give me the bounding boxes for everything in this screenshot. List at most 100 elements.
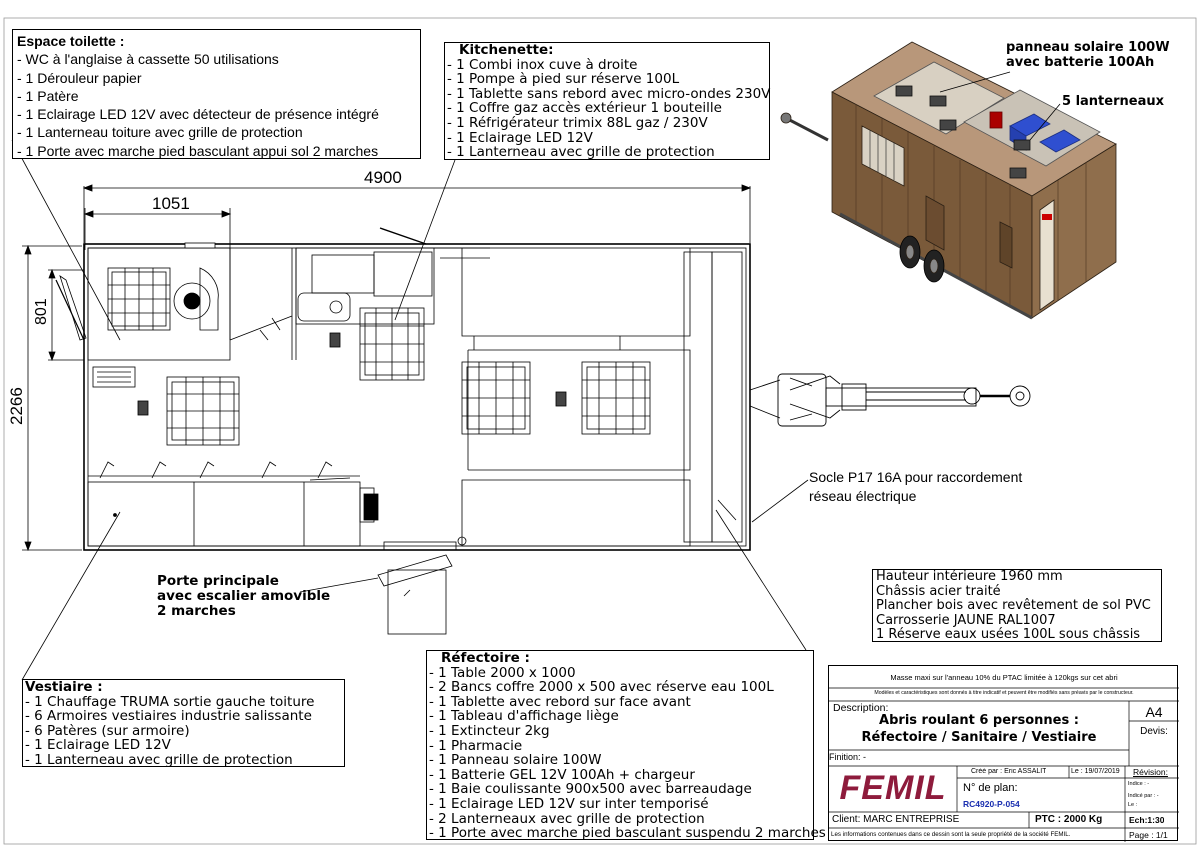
refectoire-callout: Réfectoire : - 1 Table 2000 x 1000 - 2 B…: [426, 650, 826, 842]
specs-box: Hauteur intérieure 1960 mm Châssis acier…: [872, 569, 1162, 642]
refectoire-item: - 2 Lanterneaux avec grille de protectio…: [429, 810, 705, 827]
kitchenette-item: - 1 Eclairage LED 12V: [447, 129, 593, 146]
refectoire-item: - 1 Eclairage LED 12V sur inter temporis…: [429, 795, 709, 812]
vestiaire-item: - 1 Eclairage LED 12V: [25, 737, 171, 754]
lockers: [87, 481, 361, 547]
wc-bowl: [173, 282, 211, 320]
dimension-801: 801: [33, 298, 50, 325]
plan-number: RC4920-P-054: [963, 799, 1020, 809]
sheet-format: A4: [1145, 704, 1163, 720]
inner-wall: [87, 247, 747, 547]
iso-skylights-label: 5 lanterneaux: [1062, 94, 1164, 109]
dimension-4900: 4900: [364, 168, 402, 187]
plan-label: N° de plan:: [963, 782, 1018, 794]
kitchenette-callout: Kitchenette: - 1 Combi inox cuve à droit…: [444, 42, 770, 160]
sink: [297, 292, 351, 322]
bench-bottom: [461, 479, 691, 547]
door-note-line3: 2 marches: [157, 603, 236, 619]
vestiaire-callout: Vestiaire : - 1 Chauffage TRUMA sortie g…: [22, 679, 345, 767]
toilet-door-swing: [55, 279, 85, 341]
iso-battery-text: avec batterie 100Ah: [1006, 55, 1155, 70]
kitchenette-callout-title: Kitchenette:: [459, 42, 554, 58]
page-number: Page : 1/1: [1129, 830, 1168, 840]
description-line1: Abris roulant 6 personnes :: [879, 713, 1079, 728]
dimension-overall-length: [82, 184, 752, 243]
door-note-line2: avec escalier amovible: [157, 588, 331, 604]
dimension-toilet-length: [83, 208, 232, 250]
title-block-grid: [829, 687, 1179, 842]
spec-line: Hauteur intérieure 1960 mm: [876, 569, 1063, 584]
skylight-toilet: [107, 267, 171, 331]
revision-label: Révision:: [1133, 767, 1168, 777]
title-block: Masse maxi sur l'anneau 10% du PTAC limi…: [828, 665, 1179, 842]
kitchenette-item: - 1 Combi inox cuve à droite: [447, 56, 638, 73]
kitchenette-item: - 1 Pompe à pied sur réserve 100L: [447, 71, 680, 88]
property-note: Les informations contenues dans ce dessi…: [831, 831, 1071, 838]
kitchenette-item: - 1 Coffre gaz accès extérieur 1 bouteil…: [447, 100, 722, 117]
iso-solar-label: panneau solaire 100W avec batterie 100Ah: [1006, 40, 1170, 70]
toilet-item: - 1 Lanterneau toiture avec grille de pr…: [17, 124, 303, 141]
bench-top: [461, 248, 691, 337]
main-door: [383, 541, 457, 551]
created-by: Créé par : Eric ASSALIT: [971, 768, 1047, 775]
fire-extinguisher: [137, 400, 149, 416]
leader-kitchenette: [394, 159, 456, 321]
refectoire-callout-title: Réfectoire :: [441, 650, 530, 666]
vestiaire-item: - 6 Patères (sur armoire): [25, 722, 190, 739]
description-line2: Réfectoire / Sanitaire / Vestiaire: [861, 730, 1097, 745]
vestiaire-item: - 6 Armoires vestiaires industrie saliss…: [25, 708, 312, 725]
toilet-callout: Espace toilette : - WC à l'anglaise à ca…: [12, 29, 421, 159]
refectoire-item: - 1 Table 2000 x 1000: [429, 664, 576, 681]
devis-label: Devis:: [1140, 726, 1168, 737]
dimension-2266: 2266: [7, 387, 26, 425]
leader-refectoire: [715, 509, 807, 651]
vestiaire-item: - 1 Lanterneau avec grille de protection: [25, 751, 293, 768]
table: [468, 349, 691, 471]
iso-solar-text: panneau solaire 100W: [1006, 40, 1170, 55]
socket-note-line2: réseau électrique: [809, 488, 917, 504]
removable-stair: [387, 569, 447, 635]
towbar: [749, 373, 1031, 427]
truma-heater: [92, 366, 136, 388]
toilet-item: - 1 Porte avec marche pied basculant app…: [17, 142, 379, 159]
toilet-cubicle: [87, 247, 231, 361]
finition: Finition: -: [829, 752, 867, 762]
spec-line: Châssis acier traité: [876, 583, 1001, 599]
iso-view: [780, 41, 1117, 320]
microwave: [311, 254, 375, 294]
refectoire-item: - 1 Panneau solaire 100W: [429, 752, 602, 769]
sheet-frame: [3, 17, 1197, 845]
skylight-refectoire-1: [461, 361, 531, 435]
refectoire-item: - 1 Porte avec marche pied basculant sus…: [429, 825, 826, 842]
refectoire-item: - 1 Baie coulissante 900x500 avec barrea…: [429, 781, 752, 798]
refectoire-item: - 1 Batterie GEL 12V 100Ah + chargeur: [429, 766, 695, 783]
toilet-item: - WC à l'anglaise à cassette 50 utilisat…: [17, 51, 279, 68]
vestiaire-item: - 1 Chauffage TRUMA sortie gauche toitur…: [25, 693, 315, 710]
client: Client: MARC ENTREPRISE: [832, 814, 960, 825]
vestiaire-callout-title: Vestiaire :: [25, 679, 103, 695]
indice-par: Indicé par : -: [1128, 793, 1159, 799]
mass-note: Masse maxi sur l'anneau 10% du PTAC limi…: [890, 673, 1118, 682]
indice-le: Le :: [1128, 802, 1138, 808]
leader-vestiaire: [21, 511, 121, 681]
dimension-width: [22, 244, 82, 552]
femil-logo: FEMIL: [839, 769, 947, 807]
kitchenette-item: - 1 Tablette sans rebord avec micro-onde…: [447, 85, 771, 102]
iso-leaders: [939, 71, 1061, 141]
front-panel: [683, 251, 713, 543]
toilet-item: - 1 Patère: [17, 87, 79, 104]
skylight-refectoire-2: [581, 361, 651, 435]
kitchenette-item: - 1 Lanterneau avec grille de protection: [447, 144, 715, 161]
disclaimer: Modèles et caractéristiques sont donnés …: [874, 690, 1134, 696]
date: Le : 19/07/2019: [1071, 768, 1120, 775]
description-label: Description:: [833, 702, 889, 714]
spec-line: Plancher bois avec revêtement de sol PVC: [876, 598, 1151, 613]
indice: Indice : -: [1128, 781, 1150, 787]
skylight-vestiaire: [166, 376, 240, 446]
refectoire-item: - 1 Tableau d'affichage liège: [429, 708, 619, 725]
scale: Ech:1:30: [1129, 815, 1165, 825]
toilet-item: - 1 Eclairage LED 12V avec détecteur de …: [17, 106, 379, 123]
refectoire-item: - 1 Extincteur 2kg: [429, 722, 550, 739]
door-swing: [377, 554, 453, 587]
